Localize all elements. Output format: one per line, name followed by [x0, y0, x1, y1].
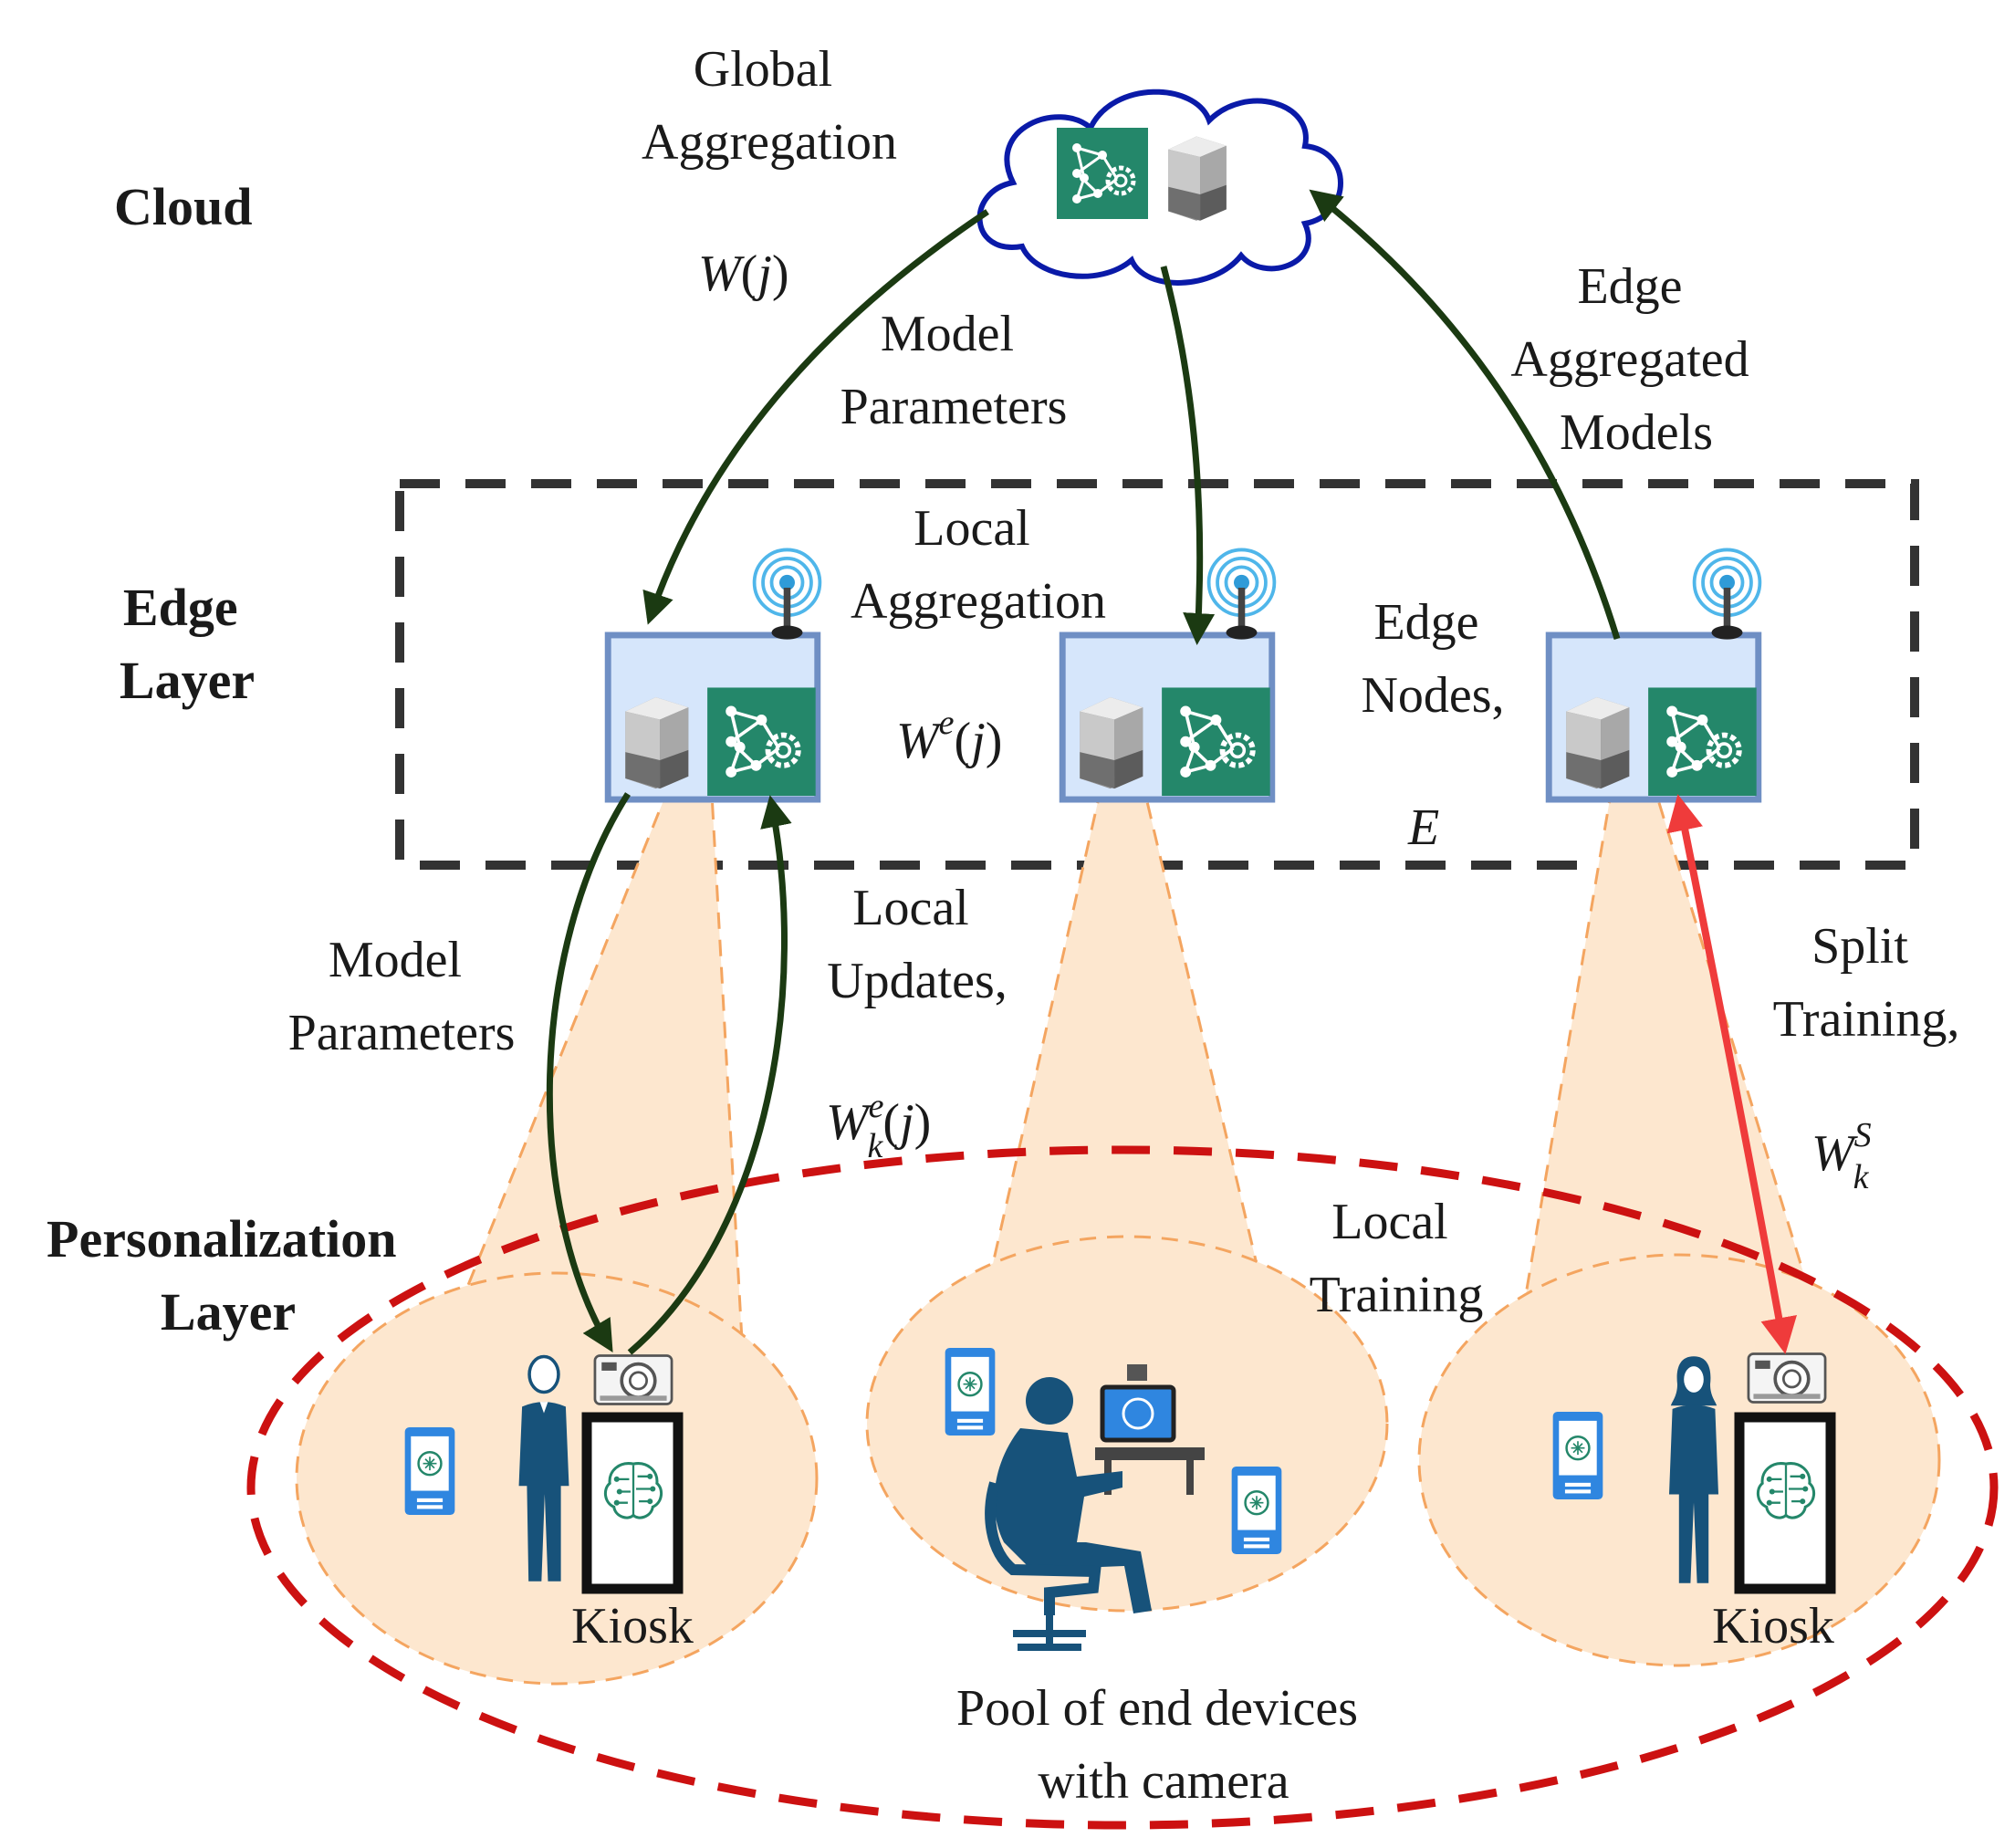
- cloud-layer-title: Cloud: [114, 177, 253, 236]
- arrow-split-training: [1666, 794, 1797, 1354]
- model-parameters-bottom-label: Model Parameters: [288, 932, 516, 1061]
- phone-icon-left: [403, 1425, 456, 1517]
- edge-aggregated-models-label: Edge Aggregated Models: [1510, 258, 1761, 461]
- kiosk-left-label: Kiosk: [571, 1598, 694, 1655]
- edge-nodes-label: Edge Nodes,: [1361, 594, 1504, 724]
- edge-node-middle: [1062, 635, 1272, 799]
- local-aggregation-label: Local Aggregation: [851, 500, 1106, 630]
- kiosk-icon-right: [1734, 1352, 1836, 1594]
- edge-layer-title-line-2: Layer: [120, 651, 255, 710]
- arrow-edge-to-kiosk-model-parameters: [546, 792, 631, 1353]
- phone-icon-right: [1551, 1410, 1604, 1501]
- pool-of-end-devices-label: Pool of end devices with camera: [956, 1680, 1371, 1810]
- edge-layer-title-line-1: Edge: [123, 578, 238, 637]
- kiosk-icon-left: [581, 1353, 684, 1594]
- antenna-icon-right: [1692, 548, 1762, 642]
- personalization-layer-title-line-2: Layer: [161, 1282, 296, 1342]
- left-cluster: [295, 792, 819, 1686]
- antenna-icon-left: [752, 548, 822, 642]
- workstation-icon: [1095, 1364, 1205, 1495]
- personalization-layer-title-line-1: Personalization: [47, 1209, 396, 1269]
- edge-node-right: [1549, 635, 1759, 799]
- personalization-pool-boundary: [246, 1145, 1999, 1830]
- antenna-icon-middle: [1206, 548, 1277, 642]
- model-parameters-top-label: Model Parameters: [840, 306, 1068, 435]
- arrow-edge-right-to-cloud: [1309, 189, 1621, 641]
- global-ai-network-icon: [1057, 128, 1148, 219]
- arrow-kiosk-to-edge-local-updates: [627, 795, 792, 1355]
- personalization-layer-title: Personalization Layer: [47, 1209, 410, 1342]
- arrow-cloud-to-edge-left: [642, 209, 989, 625]
- arrow-cloud-to-edge-middle: [1160, 266, 1216, 645]
- person-at-desk-icon: [985, 1377, 1152, 1651]
- cloud-server-icon: [1168, 136, 1227, 221]
- phone-icon-middle-top: [944, 1346, 997, 1437]
- global-aggregation-label: Global Aggregation: [642, 41, 897, 171]
- w-j-label: W(j): [698, 245, 789, 302]
- local-updates-label: Local Updates,: [827, 880, 1008, 1009]
- e-set-label: E: [1407, 799, 1439, 856]
- local-training-label: Local Training: [1310, 1194, 1484, 1323]
- phone-icon-middle-right: [1230, 1465, 1283, 1556]
- edge-node-left: [608, 635, 818, 799]
- cloud-icon: [976, 89, 1343, 286]
- kiosk-right-label: Kiosk: [1712, 1598, 1834, 1655]
- edge-layer-title: Edge Layer: [120, 578, 255, 710]
- w-e-j-label: We(j): [896, 704, 1002, 769]
- split-training-label: Split Training,: [1773, 918, 1960, 1048]
